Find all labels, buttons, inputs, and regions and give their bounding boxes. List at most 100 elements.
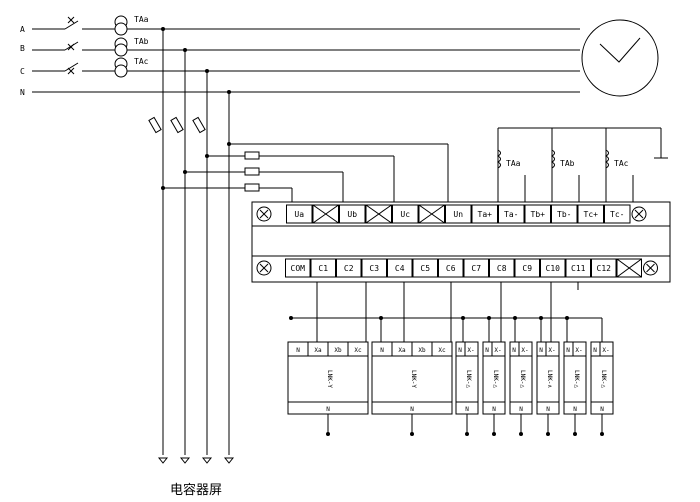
module-terminal-label: X- xyxy=(548,347,555,354)
module-model-label: LNK-△ xyxy=(519,370,526,388)
ct-group xyxy=(114,15,128,78)
terminal-bottom-label: C2 xyxy=(344,264,354,273)
phase-lines xyxy=(32,16,580,93)
terminal-top xyxy=(471,204,498,224)
module-model-label: LNK-△ xyxy=(600,370,607,388)
terminal-top xyxy=(498,204,525,224)
ct-label-c: TAc xyxy=(134,57,149,66)
terminal-bottom-label: COM xyxy=(291,264,306,273)
module-foot-label: N xyxy=(410,406,414,413)
module-model-label: LNK-Y xyxy=(410,370,417,388)
line-label-b: B xyxy=(20,44,25,53)
terminal-bottom xyxy=(591,258,617,278)
terminal-top-label: Un xyxy=(453,210,463,219)
module-model-label: LNK-∧ xyxy=(546,370,553,388)
terminal-bottom xyxy=(285,258,311,278)
terminal-bottom-label: C1 xyxy=(318,264,328,273)
module-terminal-label: N xyxy=(485,347,489,354)
module-terminal-label: X- xyxy=(575,347,582,354)
module-model-label: LNK-△ xyxy=(573,370,580,388)
module-terminal-label: N xyxy=(380,347,384,354)
module-foot-label: N xyxy=(326,406,330,413)
terminal-bottom-label: C10 xyxy=(546,264,561,273)
ct-label-b: TAb xyxy=(134,37,149,46)
terminal-top-label: Ta- xyxy=(504,210,518,219)
terminal-bottom xyxy=(387,258,413,278)
terminal-top-label: Tc+ xyxy=(584,210,599,219)
module-terminal-label: Xa xyxy=(314,347,322,354)
terminal-bottom xyxy=(438,258,464,278)
terminal-row-top: Ua Ub Uc Un Ta+ Ta- Tb+ Tb- Tc+ Tc- xyxy=(256,204,647,224)
terminal-bottom-label: C12 xyxy=(597,264,612,273)
terminal-top-label: Tb+ xyxy=(531,210,546,219)
terminal-top xyxy=(604,204,631,224)
terminal-top-label: Ta+ xyxy=(478,210,493,219)
module-model-label: LNK-△ xyxy=(465,370,472,388)
terminal-bottom-label: C8 xyxy=(497,264,507,273)
module-terminal-label: X- xyxy=(602,347,609,354)
terminal-bottom-label: C3 xyxy=(369,264,379,273)
module-terminal-label: Xc xyxy=(354,347,362,354)
module-terminal-label: N xyxy=(593,347,597,354)
line-label-c: C xyxy=(20,67,25,76)
module-terminal-label: N xyxy=(458,347,462,354)
terminal-bottom xyxy=(514,258,540,278)
terminal-bottom xyxy=(463,258,489,278)
module-terminal-label: N xyxy=(566,347,570,354)
module-foot-label: N xyxy=(600,406,604,413)
terminal-top xyxy=(339,204,366,224)
terminal-top xyxy=(286,204,313,224)
terminal-top-label: Ua xyxy=(294,210,304,219)
sensor-label-b: TAb xyxy=(560,159,575,168)
module-foot-label: N xyxy=(519,406,523,413)
module-terminal-label: Xb xyxy=(334,347,342,354)
terminal-bottom xyxy=(565,258,591,278)
junctions-lines xyxy=(161,27,231,94)
ct-label-a: TAa xyxy=(134,15,149,24)
voltage-taps xyxy=(161,142,449,202)
module-foot-label: N xyxy=(573,406,577,413)
module-terminal-label: N xyxy=(512,347,516,354)
terminal-top-label: Ub xyxy=(347,210,357,219)
line-label-n: N xyxy=(20,88,25,97)
terminal-top xyxy=(445,204,472,224)
module-foot-label: N xyxy=(465,406,469,413)
terminal-bottom-label: C7 xyxy=(471,264,481,273)
terminal-top-label: Tb- xyxy=(557,210,571,219)
terminal-bottom-label: C9 xyxy=(522,264,532,273)
motor-symbol xyxy=(581,19,659,97)
module-terminal-label: N xyxy=(539,347,543,354)
ground-arrows xyxy=(157,457,235,464)
module-terminal-label: X- xyxy=(467,347,474,354)
module-model-label: LNK-△ xyxy=(492,370,499,388)
bus-drops xyxy=(148,29,230,455)
line-label-a: A xyxy=(20,25,25,34)
module-foot-label: N xyxy=(546,406,550,413)
module-terminal-label: X- xyxy=(494,347,501,354)
terminal-bottom xyxy=(489,258,515,278)
terminal-bottom xyxy=(361,258,387,278)
ct-secondaries xyxy=(497,127,668,202)
terminal-top xyxy=(551,204,578,224)
terminal-bottom xyxy=(310,258,336,278)
module-terminal-label: Xc xyxy=(438,347,446,354)
terminal-top-label: Tc- xyxy=(610,210,624,219)
module-terminal-label: Xa xyxy=(398,347,406,354)
terminal-top xyxy=(524,204,551,224)
terminal-top-label: Uc xyxy=(400,210,410,219)
output-wires xyxy=(289,282,603,342)
terminal-top xyxy=(392,204,419,224)
terminal-bottom xyxy=(540,258,566,278)
terminal-bottom-label: C5 xyxy=(420,264,430,273)
module-model-label: LNK-Y xyxy=(326,370,333,388)
terminal-bottom xyxy=(412,258,438,278)
module-terminal-label: Xb xyxy=(418,347,426,354)
sensor-label-a: TAa xyxy=(506,159,521,168)
module-terminal-label: X- xyxy=(521,347,528,354)
sensor-label-c: TAc xyxy=(614,159,629,168)
terminal-bottom-label: C6 xyxy=(446,264,456,273)
module-terminal-label: N xyxy=(296,347,300,354)
